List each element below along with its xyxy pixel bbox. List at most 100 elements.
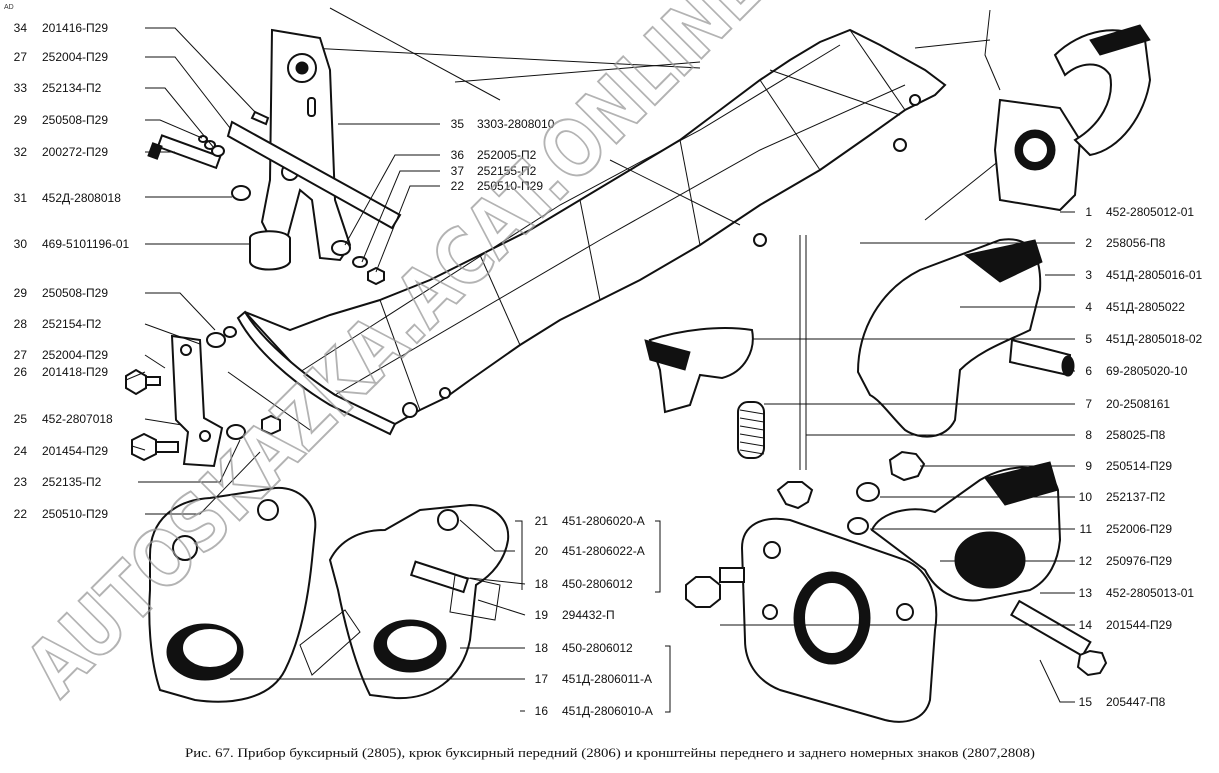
callout-number: 21 — [535, 514, 549, 528]
part-number: 452-2805013-01 — [1106, 586, 1194, 600]
callout-number: 12 — [1079, 554, 1093, 568]
callout-12: 12 250976-П29 — [1079, 554, 1173, 568]
callout-28: 28 252154-П2 — [14, 317, 102, 331]
part-number: 201418-П29 — [42, 365, 108, 379]
part-number: 250510-П29 — [477, 179, 543, 193]
callout-number: 29 — [14, 113, 28, 127]
part-number: 201454-П29 — [42, 444, 108, 458]
callout-number: 27 — [14, 348, 28, 362]
part-number: 451-2806020-А — [562, 514, 645, 528]
part-number: 252135-П2 — [42, 475, 102, 489]
callout-2: 2 258056-П8 — [1085, 236, 1165, 250]
callout-13: 13 452-2805013-01 — [1079, 586, 1195, 600]
leader-lines — [125, 27, 1075, 713]
callout-number: 11 — [1080, 522, 1093, 536]
callout-number: 13 — [1079, 586, 1093, 600]
callout-number: 25 — [14, 412, 28, 426]
callout-number: 3 — [1085, 268, 1092, 282]
callout-number: 14 — [1079, 618, 1093, 632]
part-number: 252006-П29 — [1106, 522, 1172, 536]
callout-18: 18 450-2806012 — [535, 641, 633, 655]
callout-number: 28 — [14, 317, 28, 331]
callout-18: 18 450-2806012 — [535, 577, 633, 591]
part-number: 69-2805020-10 — [1106, 364, 1188, 378]
part-number: 252004-П29 — [42, 50, 108, 64]
part-number: 252137-П2 — [1106, 490, 1166, 504]
callout-number: 2 — [1085, 236, 1092, 250]
callout-number: 23 — [14, 475, 28, 489]
callout-number: 22 — [14, 507, 28, 521]
part-number: 250508-П29 — [42, 286, 108, 300]
callout-number: 16 — [535, 704, 549, 718]
callout-number: 5 — [1085, 332, 1092, 346]
callout-1: 1 452-2805012-01 — [1085, 205, 1194, 219]
part-number: 250976-П29 — [1106, 554, 1172, 568]
callout-25: 25 452-2807018 — [14, 412, 113, 426]
callout-number: 1 — [1085, 205, 1092, 219]
callout-27: 27 252004-П29 — [14, 348, 109, 362]
part-number: 450-2806012 — [562, 641, 633, 655]
callout-number: 26 — [14, 365, 28, 379]
part-number: 451Д-2805018-02 — [1106, 332, 1203, 346]
figure-caption: Рис. 67. Прибор буксирный (2805), крюк б… — [185, 745, 1035, 760]
callout-number: 35 — [451, 117, 465, 131]
callout-number: 18 — [535, 641, 549, 655]
callout-22: 22 250510-П29 — [14, 507, 109, 521]
callout-number: 36 — [451, 148, 465, 162]
callout-15: 15 205447-П8 — [1079, 695, 1166, 709]
part-number: 451-2806022-А — [562, 544, 645, 558]
callout-20: 20 451-2806022-А — [535, 544, 645, 558]
part-number: 450-2806012 — [562, 577, 633, 591]
part-number: 250510-П29 — [42, 507, 108, 521]
hook-callout-list: 21 451-2806020-А 20 451-2806022-А 18 450-2806… — [535, 514, 653, 718]
part-number: 252134-П2 — [42, 81, 102, 95]
callout-number: 19 — [535, 608, 549, 622]
part-number: 451Д-2806011-А — [562, 672, 652, 686]
callout-11: 11 252006-П29 — [1080, 522, 1173, 536]
vehicle-frame-drawing — [236, 7, 1001, 436]
callout-number: 29 — [14, 286, 28, 300]
front-plate-bracket-drawing — [125, 326, 311, 468]
callout-number: 24 — [14, 444, 28, 458]
corner-mark: AD — [4, 4, 14, 11]
callout-number: 34 — [14, 21, 28, 35]
callout-number: 15 — [1079, 695, 1093, 709]
part-number: 252154-П2 — [42, 317, 102, 331]
callout-5: 5 451Д-2805018-02 — [1085, 332, 1202, 346]
part-number: 250514-П29 — [1106, 459, 1172, 473]
callout-number: 27 — [14, 50, 28, 64]
part-number: 258056-П8 — [1106, 236, 1166, 250]
part-number: 252004-П29 — [42, 348, 108, 362]
part-number: 452-2807018 — [42, 412, 113, 426]
part-number: 452-2805012-01 — [1106, 205, 1194, 219]
part-number: 252155-П2 — [477, 164, 537, 178]
callout-number: 20 — [535, 544, 549, 558]
callout-number: 37 — [451, 164, 465, 178]
part-number: 200272-П29 — [42, 145, 108, 159]
callout-number: 18 — [535, 577, 549, 591]
part-number: 205447-П8 — [1106, 695, 1166, 709]
